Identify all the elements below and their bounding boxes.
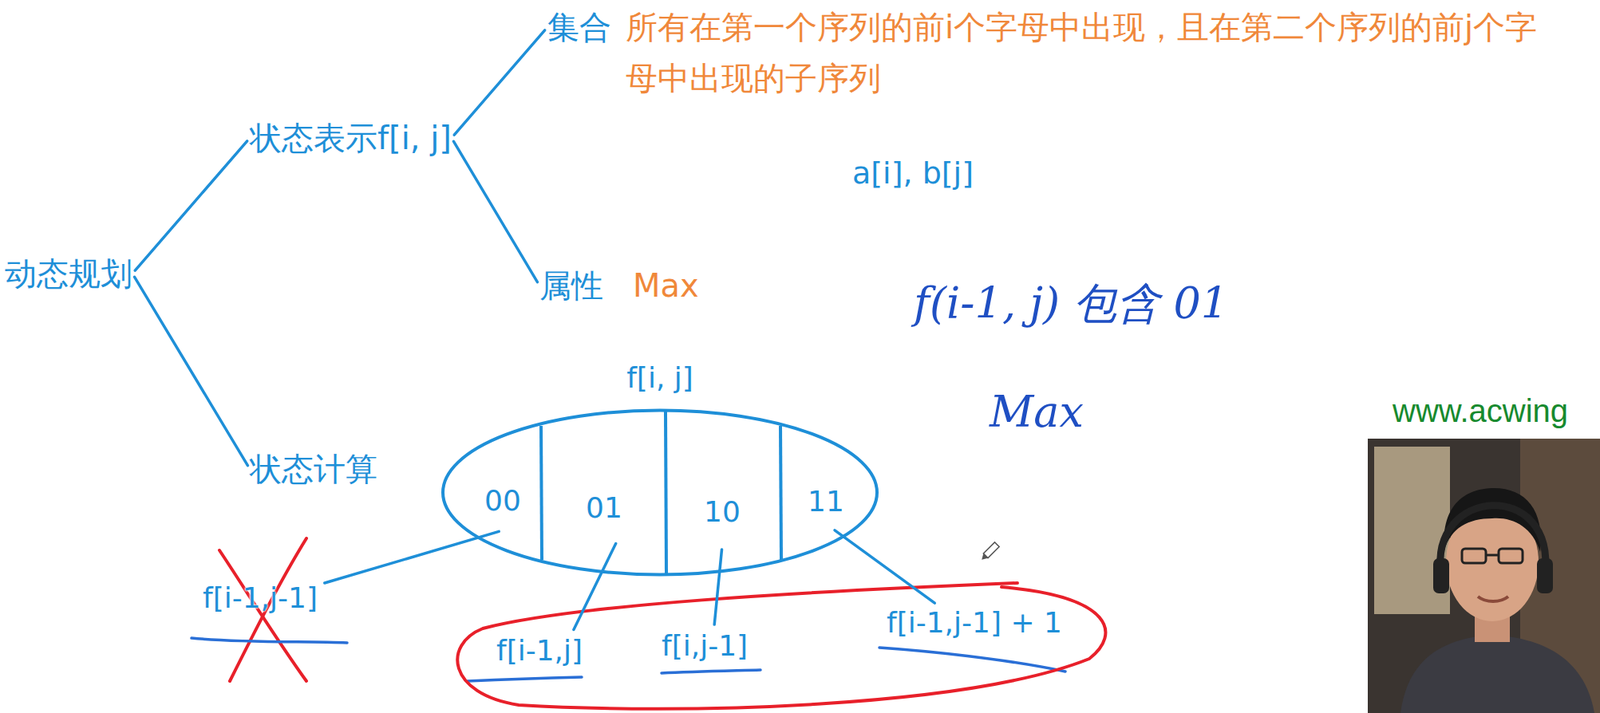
node-label: f[i, j] <box>440 360 880 396</box>
ellipse-divider <box>665 411 667 574</box>
hand-underline <box>661 670 761 674</box>
leaf-topic: 集合所有在第一个序列的前i个字母中出现，且在第二个序列的前j个字母中出现的子序列 <box>547 1 1560 104</box>
branch-topic: 状态计算 <box>249 450 378 489</box>
node-label: f[i,j-1] <box>658 628 751 664</box>
red-loop <box>457 583 1106 710</box>
hand-underline <box>191 638 348 644</box>
watermark: www.acwing <box>1392 392 1569 430</box>
node-label: 00 <box>484 483 522 519</box>
tree-connector <box>134 276 249 466</box>
node-label: f[i-1,j-1] + 1 <box>883 605 1066 641</box>
tree-connector <box>714 549 722 625</box>
formula-term: f[i-1,j-1] + 1 <box>883 605 1066 641</box>
root-topic: 动态规划 <box>4 254 133 293</box>
node-body: 所有在第一个序列的前i个字母中出现，且在第二个序列的前j个字母中出现的子序列 <box>625 1 1560 104</box>
node-label: f[i-1,j] <box>493 633 586 669</box>
node-label: 属性 <box>539 266 604 305</box>
handwritten-note: Max <box>989 387 1084 438</box>
tree-connector <box>324 531 499 584</box>
ellipse-divider <box>780 426 782 561</box>
branch-topic: 状态表示f[i, j] <box>249 118 452 158</box>
ellipse-part: 11 <box>786 474 866 529</box>
note-text: a[i], b[j] <box>852 154 974 192</box>
tree-connector <box>454 30 546 135</box>
tree-connector <box>134 141 247 271</box>
node-label: 动态规划 <box>4 254 133 293</box>
ellipse-part: 01 <box>552 476 656 541</box>
node-label: 10 <box>703 494 741 530</box>
ellipse-part: 10 <box>674 478 771 546</box>
formula-term: f[i-1,j-1] <box>199 580 321 617</box>
hand-underline <box>467 677 582 682</box>
ellipse-border <box>442 410 878 576</box>
formula-term: f[i,j-1] <box>658 628 751 664</box>
pencil-cursor <box>979 542 1000 563</box>
set-ellipse: f[i, j] 00 01 10 11 <box>440 360 880 577</box>
handwritten-note: f(i-1, j) 包含 01 <box>913 279 1229 329</box>
node-label: 11 <box>807 484 845 520</box>
formula-term: f[i-1,j] <box>493 633 586 669</box>
tree-connector <box>573 544 617 631</box>
ellipse-divider <box>541 426 542 561</box>
tree-connector <box>454 141 538 282</box>
leaf-topic: 属性 Max <box>539 266 700 305</box>
hand-underline <box>879 647 1066 672</box>
node-label: 状态计算 <box>249 450 378 489</box>
node-label: 01 <box>585 490 623 526</box>
node-label: f[i-1,j-1] <box>199 580 321 617</box>
webcam-video <box>1367 438 1600 713</box>
node-label: 状态表示f[i, j] <box>249 118 452 158</box>
ellipse-part: 00 <box>466 470 539 531</box>
tree-connector <box>834 530 935 604</box>
node-body: Max <box>632 266 700 305</box>
node-label: 集合 <box>547 1 612 53</box>
